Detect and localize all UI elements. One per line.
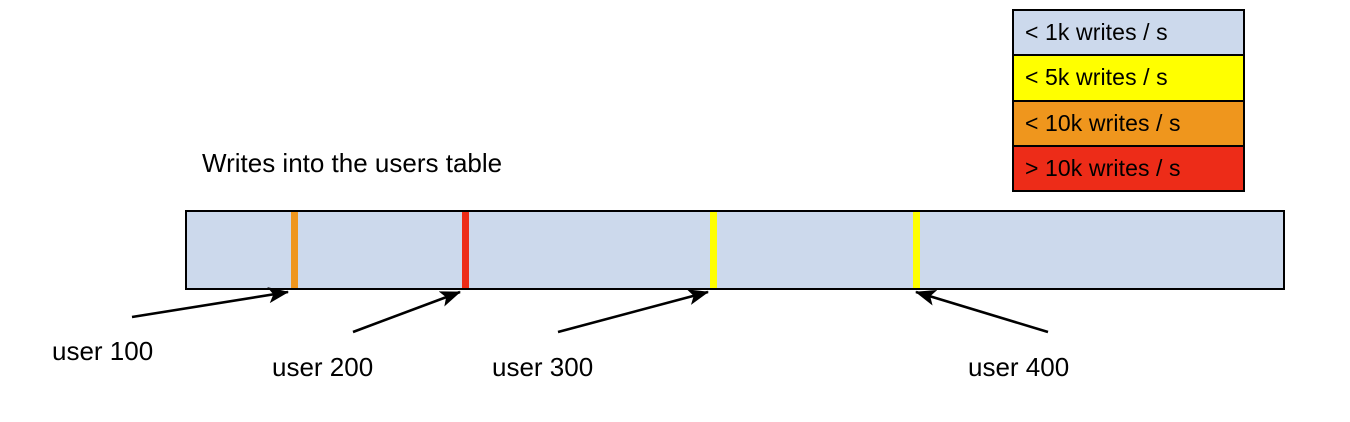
- marker-user-300: [710, 212, 717, 288]
- users-table-bar: [185, 210, 1285, 290]
- chart-title: Writes into the users table: [202, 148, 503, 178]
- legend-row-under-1k: < 1k writes / s: [1014, 11, 1243, 57]
- callout-label-user-100: user 100: [52, 336, 154, 366]
- marker-user-200: [462, 212, 469, 288]
- callout-label-user-400: user 400: [968, 352, 1070, 382]
- legend-label-under-1k: < 1k writes / s: [1025, 19, 1168, 46]
- write-rate-legend: < 1k writes / s < 5k writes / s < 10k wr…: [1012, 9, 1245, 192]
- legend-row-under-5k: < 5k writes / s: [1014, 56, 1243, 102]
- legend-label-under-10k: < 10k writes / s: [1025, 109, 1181, 136]
- callout-label-user-300: user 300: [492, 352, 594, 382]
- callout-label-user-200: user 200: [272, 352, 374, 382]
- legend-label-over-10k: > 10k writes / s: [1025, 154, 1181, 181]
- marker-user-400: [913, 212, 920, 288]
- legend-row-over-10k: > 10k writes / s: [1014, 146, 1243, 190]
- legend-label-under-5k: < 5k writes / s: [1025, 64, 1168, 91]
- legend-row-under-10k: < 10k writes / s: [1014, 101, 1243, 147]
- marker-user-100: [291, 212, 298, 288]
